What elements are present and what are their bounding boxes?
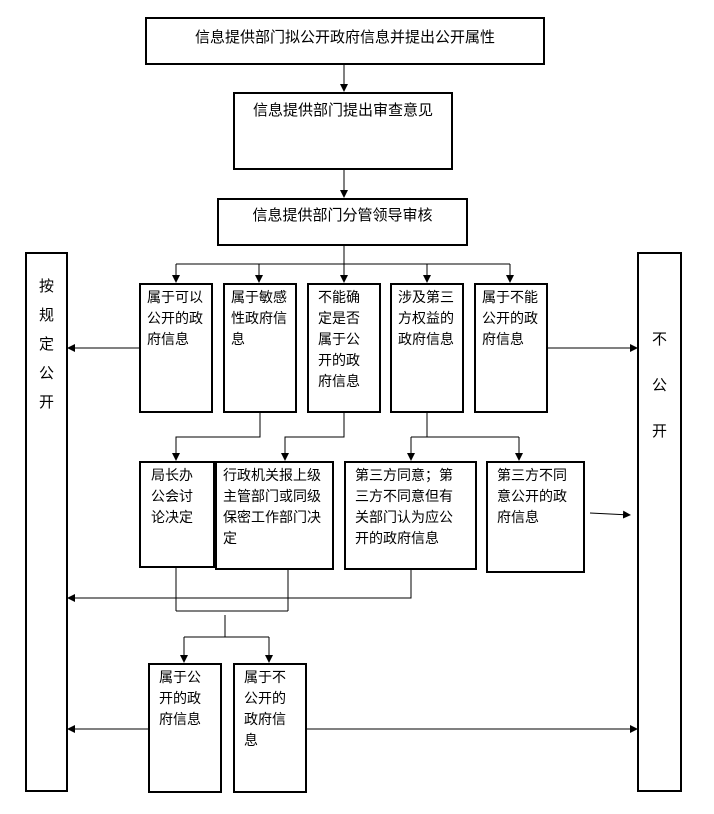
category-uncertain-box: 不能确定是否属于公开的政府信息 [307,283,381,413]
decision-superior-department-box: 行政机关报上级主管部门或同级保密工作部门决定 [215,461,334,570]
result-not-public-box: 属于不公开的政府信息 [233,663,307,793]
decision-third-party-agree-label: 第三方同意；第三方不同意但有关部门认为应公开的政府信息 [355,468,453,547]
category-publishable-label: 属于可以公开的政府信息 [147,290,203,348]
not-publish-char-3: 开 [651,422,667,440]
step2-box: 信息提供部门提出审查意见 [233,92,453,170]
arrow-decision3-to-publish [67,569,412,602]
arrow-sensitive-to-decision1 [172,413,261,461]
category-publishable-box: 属于可以公开的政府信息 [139,283,213,413]
publish-char-5: 开 [38,393,54,411]
result-public-box: 属于公开的政府信息 [148,663,222,793]
category-not-publishable-label: 属于不能公开的政府信息 [482,290,538,348]
decision-third-party-disagree-label: 第三方不同意公开的政府信息 [497,468,567,526]
result-public-label: 属于公开的政府信息 [159,670,201,728]
step3-box: 信息提供部门分管领导审核 [217,198,468,246]
publish-char-4: 公 [38,364,54,382]
category-third-party-box: 涉及第三方权益的政府信息 [390,283,464,413]
decision-director-meeting-label: 局长办公会讨论决定 [151,468,193,526]
not-publish-column: 不 公 开 [637,252,682,792]
category-sensitive-box: 属于敏感性政府信息 [223,283,297,413]
arrow-decision4-to-not-publish [589,510,631,519]
category-not-publishable-box: 属于不能公开的政府信息 [474,283,548,413]
step3-label: 信息提供部门分管领导审核 [252,206,433,224]
arrow-uncertain-to-decision2 [281,413,345,461]
decision-director-meeting-box: 局长办公会讨论决定 [139,461,215,568]
not-publish-char-1: 不 [651,330,667,348]
decision-third-party-disagree-box: 第三方不同意公开的政府信息 [486,461,585,573]
not-publish-char-2: 公 [651,376,667,394]
decision-third-party-agree-box: 第三方同意；第三方不同意但有关部门认为应公开的政府信息 [344,461,477,570]
category-uncertain-label: 不能确定是否属于公开的政府信息 [318,290,360,390]
publish-char-3: 定 [38,335,54,353]
step1-box: 信息提供部门拟公开政府信息并提出公开属性 [145,17,545,65]
result-not-public-label: 属于不公开的政府信息 [244,670,286,749]
category-sensitive-label: 属于敏感性政府信息 [231,290,287,348]
publish-column: 按 规 定 公 开 [25,252,68,792]
publish-char-2: 规 [38,306,54,324]
publish-char-1: 按 [38,277,54,295]
step2-label: 信息提供部门提出审查意见 [252,101,433,119]
decision-superior-department-label: 行政机关报上级主管部门或同级保密工作部门决定 [223,468,321,547]
category-third-party-label: 涉及第三方权益的政府信息 [398,290,454,348]
step1-label: 信息提供部门拟公开政府信息并提出公开属性 [194,28,495,46]
